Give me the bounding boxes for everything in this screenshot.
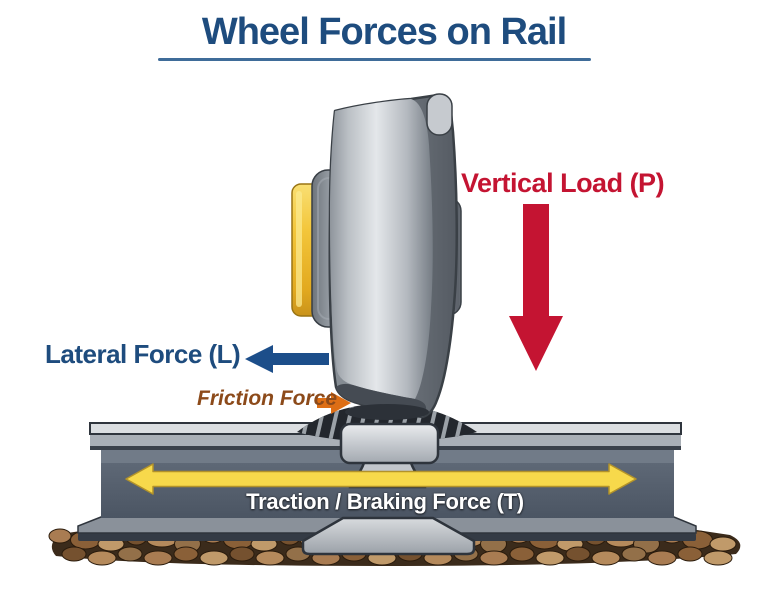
- wheel-face: [330, 99, 433, 399]
- ballast-rock: [703, 550, 733, 566]
- hub-highlight: [296, 191, 302, 307]
- friction-force-label: Friction Force: [197, 387, 338, 410]
- ballast-rock: [143, 550, 173, 566]
- ballast-rock: [565, 546, 591, 562]
- wheel-contact-shadow: [345, 404, 429, 420]
- ballast-rock: [647, 550, 677, 566]
- vertical-load-arrow: [509, 204, 563, 371]
- ballast-rock: [677, 546, 703, 562]
- lateral-force-arrow: [245, 345, 329, 373]
- ballast-rock: [117, 546, 143, 562]
- lateral-force-label: Lateral Force (L): [45, 339, 241, 369]
- ballast-rock: [229, 546, 255, 562]
- vertical-load-label: Vertical Load (P): [461, 168, 665, 198]
- ballast-rock: [479, 550, 509, 566]
- ballast-rock: [509, 546, 535, 562]
- wheel-flange-lip: [426, 93, 453, 136]
- ballast-rock: [591, 550, 621, 566]
- ballast-rock: [709, 536, 737, 552]
- traction-braking-label: Traction / Braking Force (T): [246, 489, 524, 514]
- ballast-rock: [87, 550, 117, 566]
- friction-force-arrow: [317, 392, 351, 414]
- ballast-rock: [61, 546, 87, 562]
- traction-braking-arrow: [125, 463, 637, 495]
- title-underline: [158, 58, 591, 61]
- page-title: Wheel Forces on Rail: [201, 11, 567, 53]
- rail-cross-section-head: [339, 422, 440, 465]
- ballast-rock: [535, 550, 565, 566]
- ballast-rock: [621, 546, 647, 562]
- train-wheel: [291, 93, 462, 420]
- ballast-rock: [173, 546, 199, 562]
- rail-cross-section-foot: [301, 516, 476, 556]
- ballast-rock: [199, 550, 229, 566]
- ballast-rock: [48, 528, 72, 544]
- ballast-rock: [255, 550, 285, 566]
